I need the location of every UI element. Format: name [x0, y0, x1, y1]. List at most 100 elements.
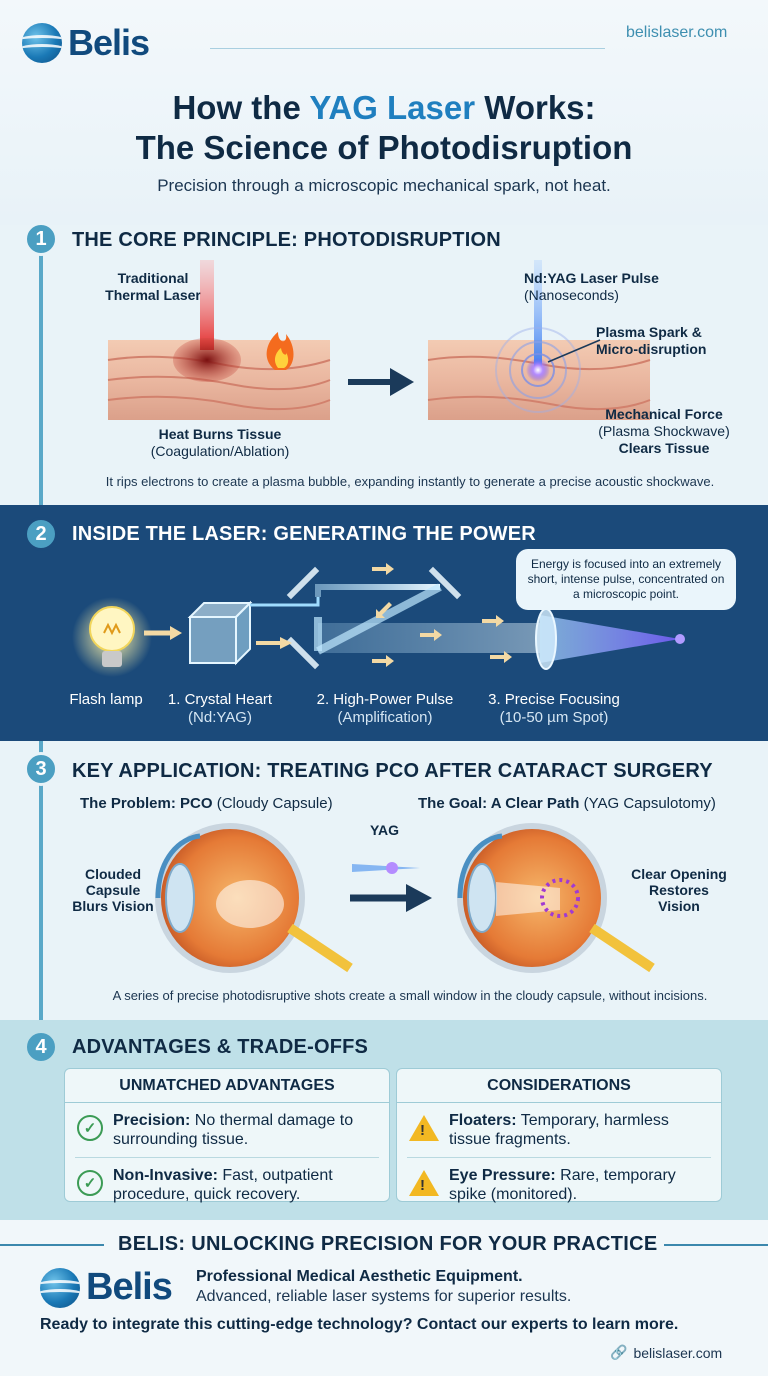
clouded-1: Clouded: [85, 866, 141, 882]
footer-website-text: belislaser.com: [633, 1344, 723, 1361]
mirror-2: [428, 566, 462, 600]
yag-pulse-label: Nd:YAG Laser Pulse (Nanoseconds): [524, 270, 724, 304]
section4-band: 4 ADVANTAGES & TRADE-OFFS UNMATCHED ADVA…: [0, 1020, 768, 1220]
advantage-line1: No thermal damage to: [190, 1112, 354, 1129]
step-crystal: 1. Crystal Heart (Nd:YAG): [150, 691, 290, 727]
step-label: 1. Crystal Heart: [167, 691, 273, 708]
clouded-3: Blurs Vision: [72, 898, 154, 914]
header: Belis belislaser.com How the YAG Laser W…: [0, 0, 768, 225]
thermal-label-1: Traditional: [117, 270, 189, 286]
footer: BELIS: UNLOCKING PRECISION FOR YOUR PRAC…: [0, 1220, 768, 1376]
section2-title: INSIDE THE LASER: GENERATING THE POWER: [72, 523, 536, 545]
section1-number: 1: [24, 222, 58, 256]
advantage-line2: procedure, quick recovery.: [113, 1186, 301, 1203]
arrow-right-icon: [390, 368, 414, 396]
yag-pulse-1: Nd:YAG Laser Pulse: [524, 270, 659, 286]
burn-spot: [173, 338, 241, 382]
header-logo[interactable]: Belis: [22, 22, 150, 64]
problem-heading: The Problem: PCO (Cloudy Capsule): [80, 795, 333, 812]
logo-text: Belis: [68, 22, 150, 63]
advantage-line2: surrounding tissue.: [113, 1131, 249, 1148]
goal-bold: The Goal: A Clear Path: [418, 795, 580, 812]
footer-title: BELIS: UNLOCKING PRECISION FOR YOUR PRAC…: [118, 1233, 658, 1255]
footer-cta[interactable]: Ready to integrate this cutting-edge tec…: [40, 1316, 679, 1333]
step-sub: (Nd:YAG): [188, 709, 252, 726]
plasma-spark-label: Plasma Spark & Micro-disruption: [596, 324, 756, 358]
title-accent: YAG Laser: [309, 89, 476, 126]
clear-1: Clear Opening: [631, 866, 727, 882]
section3-footnote: A series of precise photodisruptive shot…: [112, 988, 708, 1003]
clear-2: Restores: [649, 882, 709, 898]
step-label: 3. Precise Focusing: [488, 691, 620, 708]
footer-tagline: Advanced, reliable laser systems for sup…: [196, 1288, 572, 1305]
focus-cone: [540, 615, 680, 663]
step-label: 2. High-Power Pulse: [316, 691, 454, 708]
step-label: Flash lamp: [69, 691, 143, 708]
consideration-line2: tissue fragments.: [449, 1131, 571, 1148]
problem-rest: (Cloudy Capsule): [212, 795, 333, 812]
belis-logo-icon: [22, 23, 62, 63]
step-sub: (10-50 µm Spot): [499, 709, 609, 726]
step-sub: (Amplification): [337, 709, 433, 726]
laser-diagram: [72, 563, 685, 677]
heat-burns-label: Heat Burns Tissue (Coagulation/Ablation): [120, 426, 320, 460]
advantages-heading: UNMATCHED ADVANTAGES: [65, 1069, 389, 1103]
mechanical-force-label: Mechanical Force (Plasma Shockwave) Clea…: [584, 406, 744, 457]
heat-label-1: Heat Burns Tissue: [158, 426, 282, 442]
lightbulb-icon: [89, 606, 135, 652]
footer-website[interactable]: 🔗 belislaser.com: [610, 1344, 722, 1361]
panel-divider: [75, 1157, 379, 1158]
crystal-icon: [189, 616, 237, 664]
step-pulse: 2. High-Power Pulse (Amplification): [300, 691, 470, 727]
force-label-1: Mechanical Force: [605, 406, 723, 422]
warning-icon: !: [409, 1170, 439, 1196]
clear-3: Vision: [658, 898, 700, 914]
clouded-2: Capsule: [85, 882, 141, 898]
arrow-right-icon: [406, 884, 432, 912]
section4-title: ADVANTAGES & TRADE-OFFS: [72, 1036, 369, 1058]
problem-bold: The Problem: PCO: [80, 795, 213, 812]
section4-number: 4: [24, 1030, 58, 1064]
step-focusing: 3. Precise Focusing (10-50 µm Spot): [474, 691, 634, 727]
plasma-spark: [526, 358, 550, 382]
link-icon: 🔗: [610, 1344, 628, 1360]
thermal-label-2: Thermal Laser: [105, 287, 201, 303]
warning-icon: !: [409, 1115, 439, 1141]
panel-divider: [407, 1157, 711, 1158]
section2-number: 2: [24, 517, 58, 551]
clear-opening-label: Clear Opening Restores Vision: [624, 866, 734, 914]
eye-left: [155, 823, 353, 973]
footer-rule-left: [0, 1244, 104, 1246]
eye-right: [457, 823, 655, 973]
page-subtitle: Precision through a microscopic mechanic…: [157, 176, 611, 195]
website-link[interactable]: belislaser.com: [626, 24, 728, 41]
goal-heading: The Goal: A Clear Path (YAG Capsulotomy): [418, 795, 716, 812]
spark-label-2: Micro-disruption: [596, 341, 707, 357]
clouded-capsule-label: Clouded Capsule Blurs Vision: [58, 866, 168, 914]
title-line2: The Science of Photodisruption: [135, 129, 633, 166]
check-circle-icon: ✓: [77, 1170, 103, 1196]
advantage-bold: Precision:: [113, 1112, 191, 1129]
footer-logo-text: Belis: [86, 1266, 173, 1308]
step-flash-lamp: Flash lamp: [56, 691, 156, 709]
title-pre: How the: [172, 89, 310, 126]
considerations-panel: CONSIDERATIONS ! Floaters: Temporary, ha…: [396, 1068, 722, 1203]
advantage-text: Precision: No thermal damage to surroundi…: [113, 1111, 353, 1149]
section1-title: THE CORE PRINCIPLE: PHOTODISRUPTION: [72, 229, 501, 251]
focal-point: [675, 634, 685, 644]
mirror-1: [286, 566, 320, 600]
section2-band: 2 INSIDE THE LASER: GENERATING THE POWER…: [0, 505, 768, 741]
advantage-bold: Non-Invasive:: [113, 1167, 218, 1184]
footer-logo[interactable]: Belis: [40, 1266, 173, 1309]
thermal-laser-label: Traditional Thermal Laser: [88, 270, 218, 304]
yag-pulse-2: (Nanoseconds): [524, 287, 619, 303]
consideration-line1: Rare, temporary: [555, 1167, 676, 1184]
spark-label-1: Plasma Spark &: [596, 324, 702, 340]
footer-rule-right: [664, 1244, 768, 1246]
